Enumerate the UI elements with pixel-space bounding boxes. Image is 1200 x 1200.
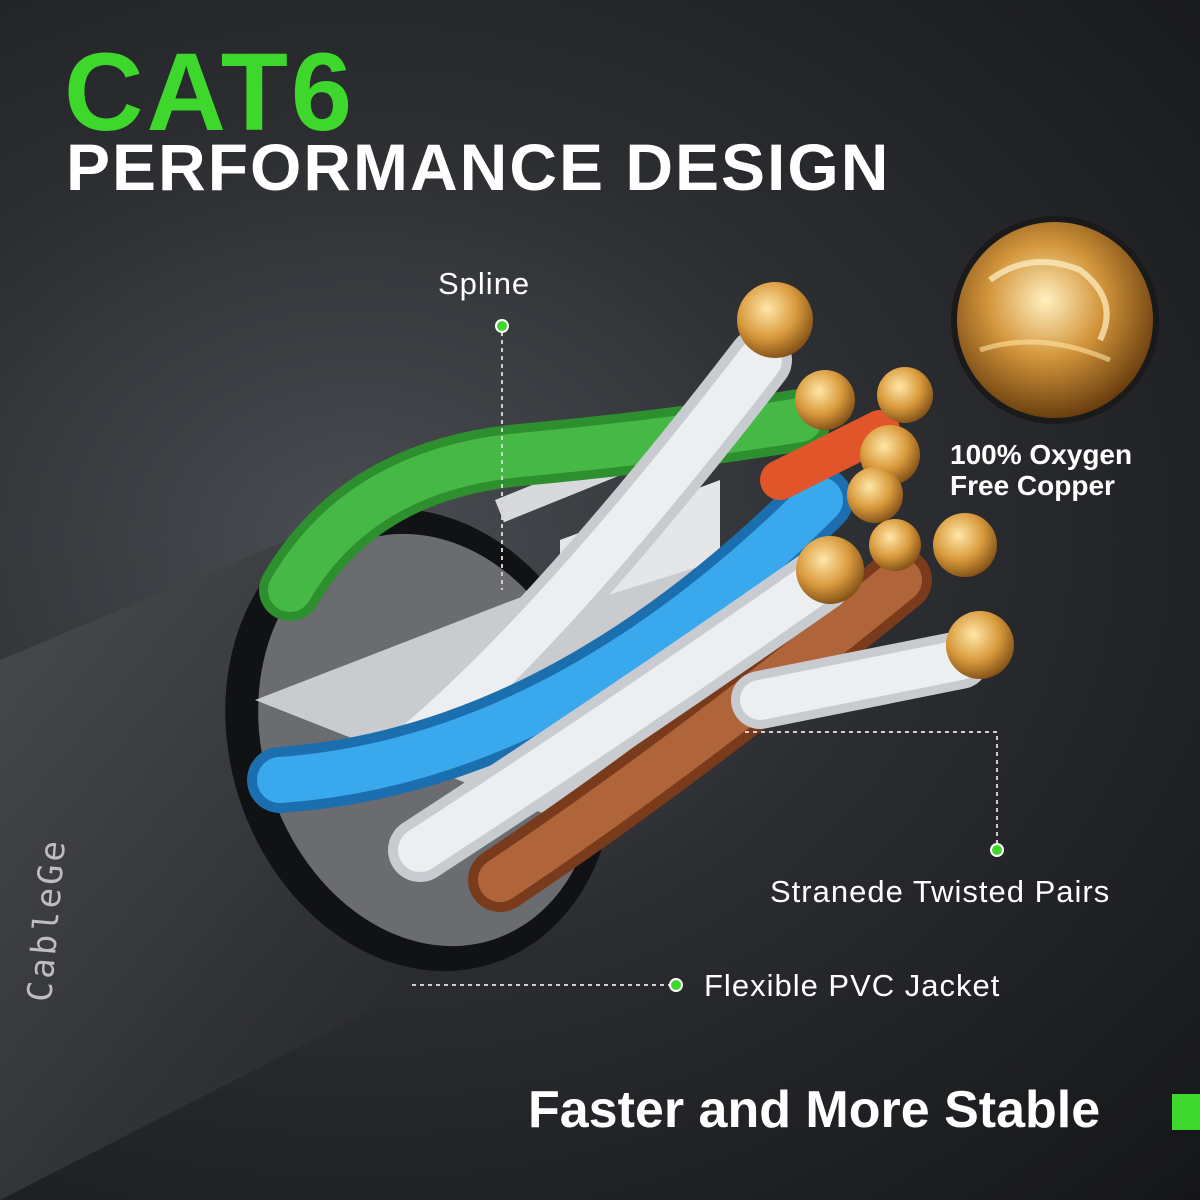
tagline: Faster and More Stable bbox=[528, 1081, 1101, 1139]
copper-ends bbox=[737, 282, 1014, 679]
callout-copper-line2: Free Copper bbox=[950, 469, 1115, 501]
callout-jacket: Flexible PVC Jacket bbox=[704, 968, 1001, 1003]
callout-leaders bbox=[412, 332, 998, 986]
callout-copper: 100% Oxygen Free Copper bbox=[950, 439, 1133, 502]
callout-copper-line1: 100% Oxygen bbox=[950, 439, 1133, 470]
callout-twisted-pairs: Stranede Twisted Pairs bbox=[770, 874, 1111, 909]
green-dot-icon bbox=[669, 978, 683, 992]
callout-dots bbox=[495, 319, 1004, 992]
green-dot-icon bbox=[495, 319, 509, 333]
callout-spline: Spline bbox=[438, 266, 531, 301]
copper-closeup bbox=[951, 216, 1159, 424]
accent-square bbox=[1172, 1094, 1200, 1130]
brand-title: CAT6 bbox=[64, 31, 356, 154]
wires bbox=[247, 328, 989, 912]
headline: PERFORMANCE DESIGN bbox=[66, 130, 891, 204]
green-dot-icon bbox=[990, 843, 1004, 857]
